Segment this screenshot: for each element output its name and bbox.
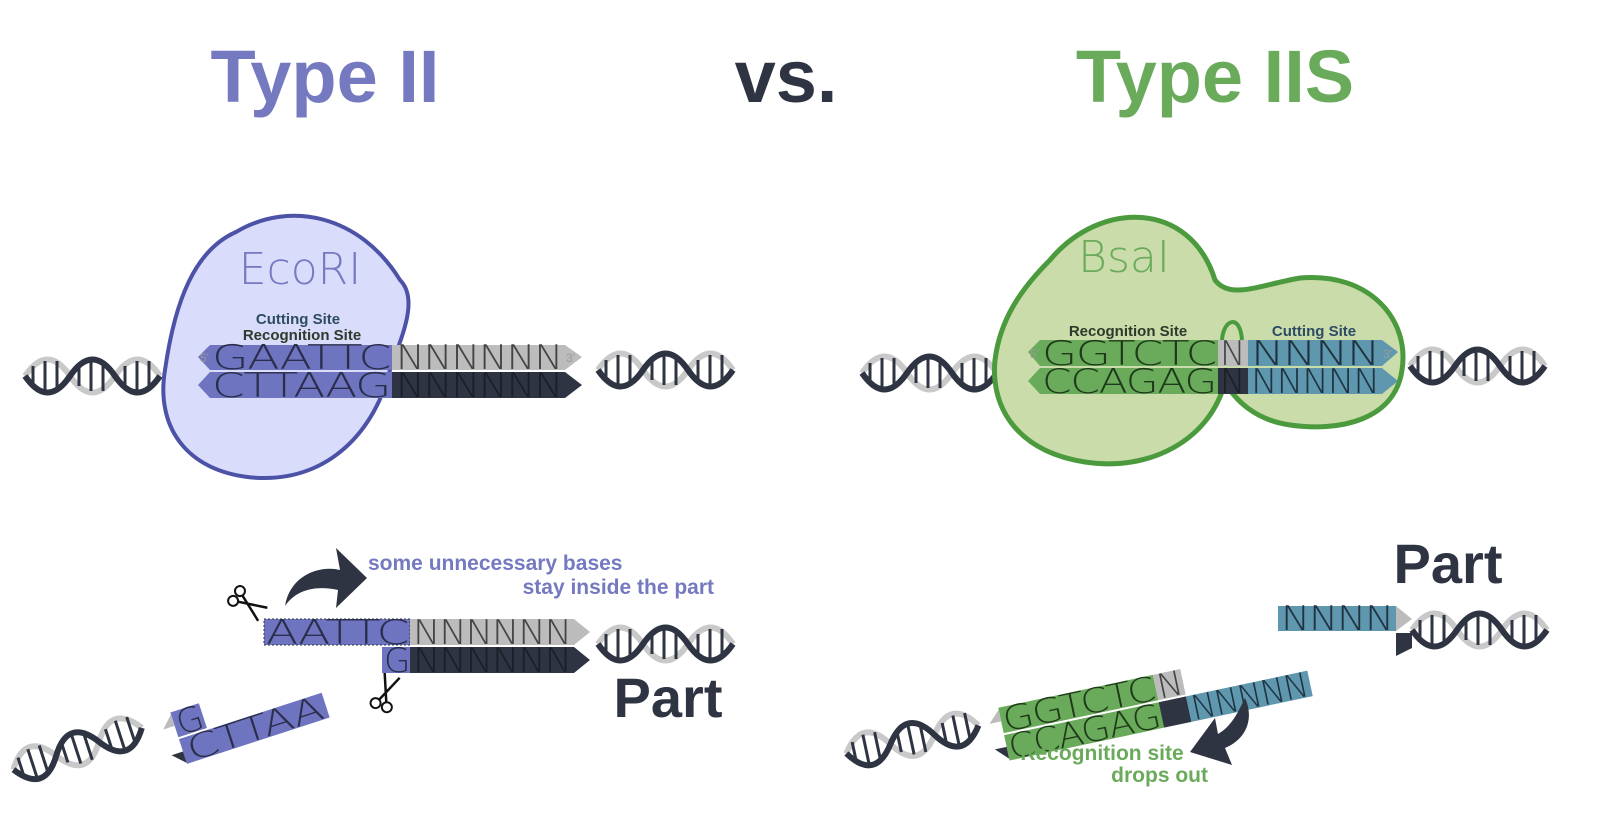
three-prime-label: 3' [566,351,575,365]
bsai-enzyme-notch [1220,320,1244,343]
part-top-n-seq-left: NNNNNN [413,613,571,653]
part-top-n-left [410,619,590,645]
dna-helix-right-a [862,357,997,390]
top-strand-seq-right: GGTCTC [1042,334,1216,374]
top-strand-recognition-left [198,345,392,370]
top-strand-n-right [1248,340,1398,366]
dna-helix-left-b [598,354,733,387]
fragment-cap-top [163,714,175,730]
fragment-left: G CTTAA [163,688,330,770]
title-vs: vs. [735,35,838,118]
dropped-fragment-right: GGTCTC N CCAGAG NNNNN [989,663,1313,768]
part-label-left: Part [614,666,723,729]
bottom-spacer-right [1218,368,1248,394]
part-top-sticky-left [263,618,411,646]
top-strand-recognition-right [1028,340,1218,366]
bottom-strand-n-seq-right: NNNNN [1251,362,1379,402]
drop-n-box [1186,670,1313,722]
drop-cap-bottom [994,746,1010,759]
left-panel: EcoRI Cutting Site Recognition Site 5' 3… [8,213,733,786]
drop-spacer-box [1152,669,1186,701]
bottom-strand-n-right [1248,368,1398,394]
drop-cap-top [989,709,1002,724]
part-top-seq-left: AATTC [266,613,408,653]
drop-bottom-box [1004,702,1165,761]
bottom-strand-n-left [392,372,582,398]
top-strand-seq-left: GAATTC [212,338,390,378]
recognition-site-label-left: Recognition Site [243,327,361,344]
part-bottom-n-left [410,647,590,673]
curved-arrow-icon-left [285,548,367,608]
part-cap-bottom-right [1396,633,1412,656]
five-prime-label-right: 5' [1030,347,1039,361]
part-seq-right: NNNN [1281,599,1393,639]
cutting-site-label-right: Cutting Site [1272,323,1356,340]
part-seq-box-right [1278,606,1396,631]
part-cap-top-right [1396,606,1412,631]
ecori-label: EcoRI [239,244,361,295]
fragment-g [170,703,207,738]
fragment-bottom-seq: CTTAA [182,688,328,770]
five-prime-label: 5' [200,351,209,365]
part-label-right: Part [1394,532,1503,595]
dna-helix-left-part [598,628,733,661]
title-type-iis: Type IIS [1076,35,1354,118]
dna-helix-right-part [1412,614,1547,647]
bottom-strand-seq-right: CCAGAG [1042,362,1216,402]
curved-arrow-icon-right [1190,698,1249,765]
drop-spacer-seq: N [1154,663,1186,707]
part-bottom-n-seq-left: NNNNNN [413,641,571,681]
drop-bottom-spacer [1158,696,1192,728]
cutting-site-label-left: Cutting Site [256,311,340,328]
top-strand-n-left [392,345,582,370]
dna-helix-left-a [25,360,160,393]
part-bottom-g-left [382,647,410,673]
fragment-cap-bottom [171,751,187,763]
note-right-line1: Recognition site [1020,742,1183,765]
dna-helix-left-fragment [8,712,147,785]
part-bottom-seq-left: G [384,641,409,681]
drop-n-seq: NNNNN [1188,665,1312,729]
drop-top-box [998,674,1159,734]
note-left-line2: stay inside the part [523,576,714,599]
top-strand-n-seq-left: NNNNNN [396,338,562,378]
bottom-strand-n-seq-left: NNNNNN [396,366,562,406]
bsai-label: BsaI [1078,232,1170,283]
dna-helix-right-b [1410,350,1545,383]
right-panel: BsaI Recognition Site Cutting Site 5' 3'… [843,214,1547,787]
fragment-cttaa [178,692,330,764]
three-prime-label-right: 3' [1383,347,1392,361]
bottom-strand-seq-left: CTTAAG [212,366,390,406]
bottom-strand-recognition-left [198,372,392,398]
note-right-line2: drops out [1111,764,1208,787]
bottom-strand-recognition-right [1028,368,1218,394]
note-left-line1: some unnecessary bases [368,552,622,575]
dna-helix-right-fragment [843,709,982,769]
top-spacer-right [1218,340,1248,366]
scissors-icon-top [224,582,271,625]
top-spacer-seq-right: N [1220,334,1244,374]
bottom-spacer-seq-right: N [1220,362,1244,402]
title-type-ii: Type II [211,35,440,118]
top-strand-n-seq-right: NNNN [1251,334,1379,374]
recognition-site-label-right: Recognition Site [1069,323,1187,340]
